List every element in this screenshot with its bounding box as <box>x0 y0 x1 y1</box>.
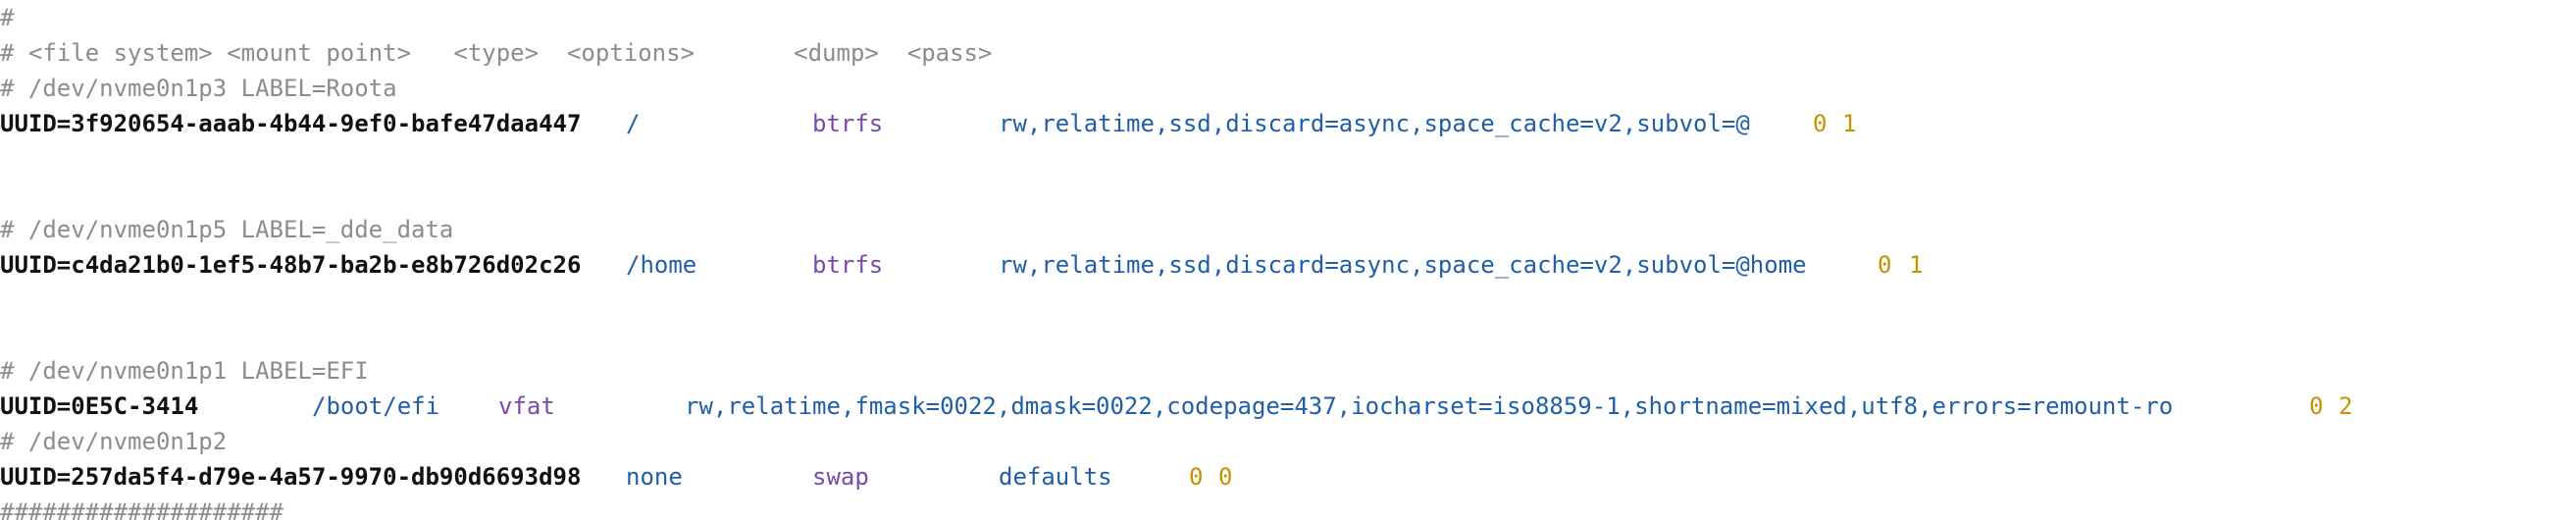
comment-text: # /dev/nvme0n1p5 LABEL=_dde_data <box>0 216 454 243</box>
mount-point-field: /boot/efi <box>312 392 440 420</box>
pass-field: 0 <box>1218 463 1233 491</box>
pass-field: 2 <box>2339 392 2353 420</box>
options-field: defaults <box>999 463 1112 491</box>
dump-field: 0 <box>1189 463 1204 491</box>
uuid-field: UUID=3f920654-aaab-4b44-9ef0-bafe47daa44… <box>0 110 582 137</box>
comment-text: # <box>0 4 15 31</box>
fs-type-field: swap <box>812 463 869 491</box>
mount-point-field: none <box>626 463 683 491</box>
comment-line: # /dev/nvme0n1p5 LABEL=_dde_data <box>0 212 453 247</box>
dump-field: 0 <box>1813 110 1828 137</box>
separator-comment: #################### <box>0 498 283 520</box>
comment-line: # <box>0 0 57 35</box>
header-comment-line: # <file system> <mount point> <type> <op… <box>0 35 992 71</box>
fs-type-field: btrfs <box>812 251 884 279</box>
mount-point-field: /home <box>626 251 697 279</box>
fs-type-field: btrfs <box>812 110 884 137</box>
comment-text: # /dev/nvme0n1p3 LABEL=Roota <box>0 75 397 102</box>
uuid-field: UUID=c4da21b0-1ef5-48b7-ba2b-e8b726d02c2… <box>0 251 582 279</box>
uuid-field: UUID=257da5f4-d79e-4a57-9970-db90d6693d9… <box>0 463 582 491</box>
comment-text: # /dev/nvme0n1p1 LABEL=EFI <box>0 357 369 385</box>
fstab-entry-home: UUID=c4da21b0-1ef5-48b7-ba2b-e8b726d02c2… <box>0 247 1923 283</box>
fstab-entry-root: UUID=3f920654-aaab-4b44-9ef0-bafe47daa44… <box>0 106 1856 141</box>
options-field: rw,relatime,ssd,discard=async,space_cach… <box>999 110 1750 137</box>
comment-line: # /dev/nvme0n1p1 LABEL=EFI <box>0 353 369 389</box>
comment-line: # /dev/nvme0n1p3 LABEL=Roota <box>0 71 397 106</box>
fstab-entry-efi: UUID=0E5C-3414 /boot/efi vfat rw,relatim… <box>0 389 2352 424</box>
comment-text: # /dev/nvme0n1p2 <box>0 428 228 455</box>
uuid-field: UUID=0E5C-3414 <box>0 392 199 420</box>
comment-line: # /dev/nvme0n1p2 <box>0 424 227 459</box>
dump-field: 0 <box>2309 392 2324 420</box>
mount-point-field: / <box>626 110 641 137</box>
options-field: rw,relatime,ssd,discard=async,space_cach… <box>999 251 1807 279</box>
pass-field: 1 <box>1909 251 1924 279</box>
fstab-entry-swap: UUID=257da5f4-d79e-4a57-9970-db90d6693d9… <box>0 459 1232 494</box>
dump-field: 0 <box>1878 251 1892 279</box>
pass-field: 1 <box>1842 110 1857 137</box>
comment-line: #################### <box>0 494 283 520</box>
fs-type-field: vfat <box>498 392 555 420</box>
header-comment-text: # <file system> <mount point> <type> <op… <box>0 39 993 67</box>
options-field: rw,relatime,fmask=0022,dmask=0022,codepa… <box>685 392 2174 420</box>
